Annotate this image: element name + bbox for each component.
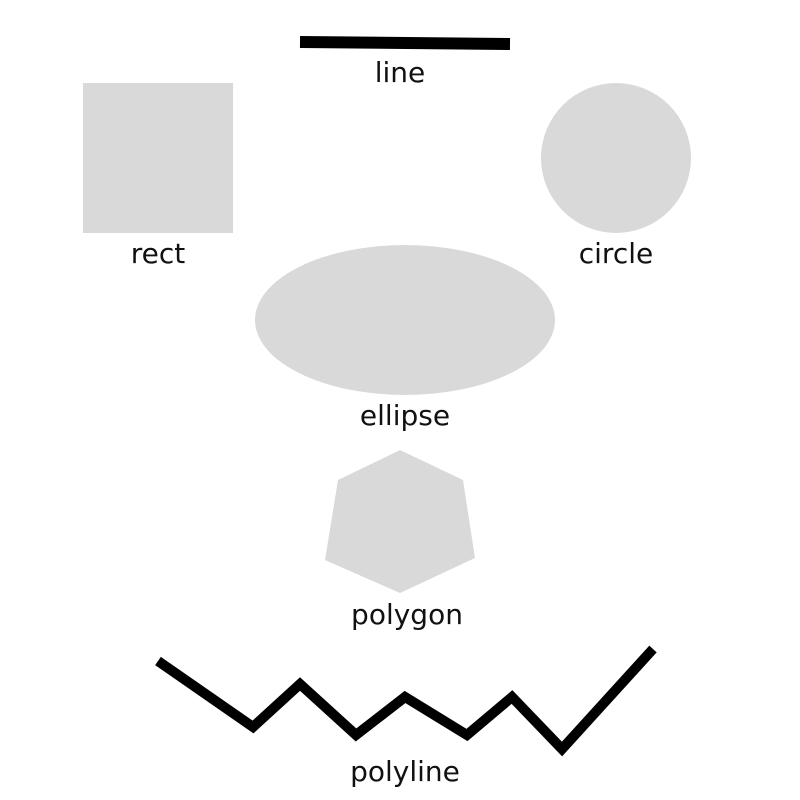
polygon-shape (325, 450, 475, 593)
polyline-shape (155, 645, 657, 757)
ellipse-label: ellipse (360, 399, 450, 432)
rect-label: rect (131, 237, 186, 270)
polyline-label: polyline (350, 755, 460, 788)
line-label: line (375, 56, 426, 89)
polygon-label: polygon (351, 598, 463, 631)
circle-label: circle (579, 237, 653, 270)
ellipse-shape (255, 245, 555, 395)
line-shape (299, 36, 511, 50)
circle-shape (541, 83, 691, 233)
rect-shape (83, 83, 233, 233)
